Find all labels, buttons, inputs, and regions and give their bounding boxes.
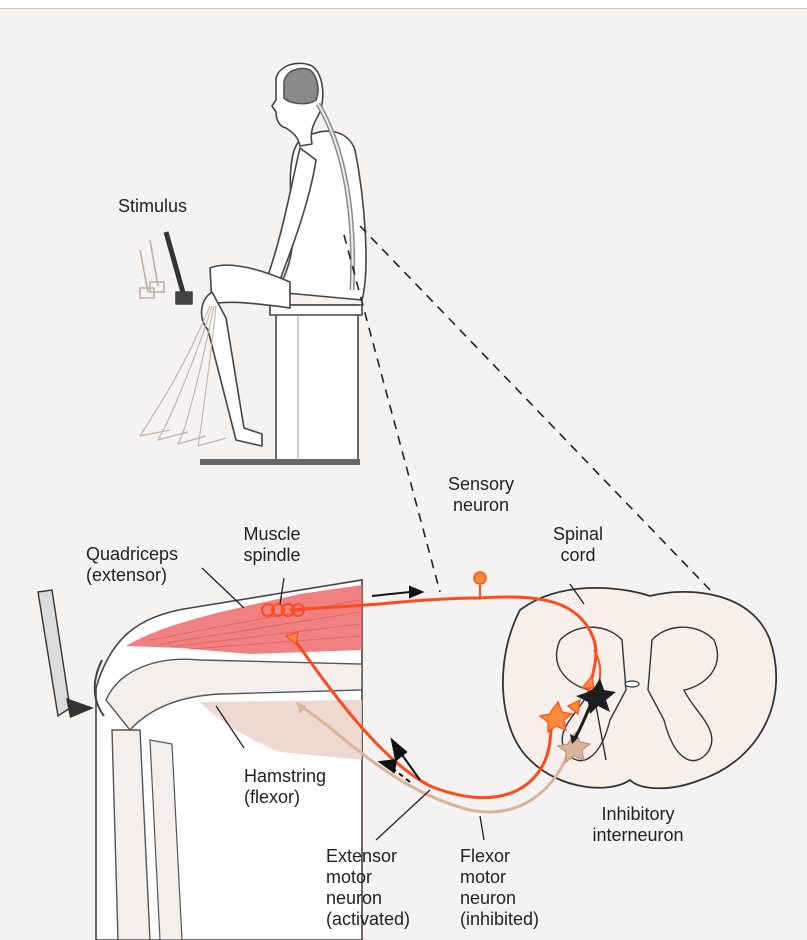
hamstring-label-line2: (flexor): [244, 787, 326, 808]
sensory-neuron-cell-body: [474, 572, 486, 584]
muscle-spindle-label-line1: Muscle: [232, 524, 312, 545]
direction-arrows: [372, 587, 422, 782]
spinal-cord-label: Spinal cord: [548, 524, 608, 566]
brain: [284, 69, 318, 104]
extensor-label-line4: (activated): [326, 909, 410, 930]
hamstring-label: Hamstring (flexor): [244, 766, 326, 808]
extensor-label-line1: Extensor: [326, 846, 410, 867]
leg-cross-section: [38, 580, 362, 940]
stimulus-label: Stimulus: [118, 196, 187, 217]
flexor-label-line3: neuron: [460, 888, 539, 909]
flexor-label-line4: (inhibited): [460, 909, 539, 930]
inhibitory-interneuron-label-line2: interneuron: [578, 825, 698, 846]
spinal-cord-label-line2: cord: [548, 545, 608, 566]
flexor-label-line2: motor: [460, 867, 539, 888]
zoom-guide-lines: [344, 226, 712, 592]
reflex-hammer-icon: [38, 590, 94, 718]
hamstring-label-line1: Hamstring: [244, 766, 326, 787]
quadriceps-label-line2: (extensor): [86, 565, 178, 586]
flexor-label-line1: Flexor: [460, 846, 539, 867]
hammer-ghosts: [140, 240, 164, 298]
sensory-neuron-label-line2: neuron: [440, 495, 522, 516]
extensor-label-line2: motor: [326, 867, 410, 888]
muscle-spindle-label-line2: spindle: [232, 545, 312, 566]
spinal-cord-label-line1: Spinal: [548, 524, 608, 545]
stimulus-hammer-icon: [166, 232, 192, 304]
flexor-motor-neuron-label: Flexor motor neuron (inhibited): [460, 846, 539, 930]
quadriceps-label-line1: Quadriceps: [86, 544, 178, 565]
seated-figure: [140, 63, 366, 462]
spinal-cord-section: [503, 588, 776, 788]
muscle-spindle-label: Muscle spindle: [232, 524, 312, 566]
inhibitory-interneuron-label-line1: Inhibitory: [578, 804, 698, 825]
extensor-label-line3: neuron: [326, 888, 410, 909]
lower-leg: [202, 292, 262, 446]
extensor-motor-neuron-label: Extensor motor neuron (activated): [326, 846, 410, 930]
inhibitory-interneuron-label: Inhibitory interneuron: [578, 804, 698, 846]
sensory-neuron-label-line1: Sensory: [440, 474, 522, 495]
quadriceps-label: Quadriceps (extensor): [86, 544, 178, 586]
sensory-neuron-label: Sensory neuron: [440, 474, 522, 516]
